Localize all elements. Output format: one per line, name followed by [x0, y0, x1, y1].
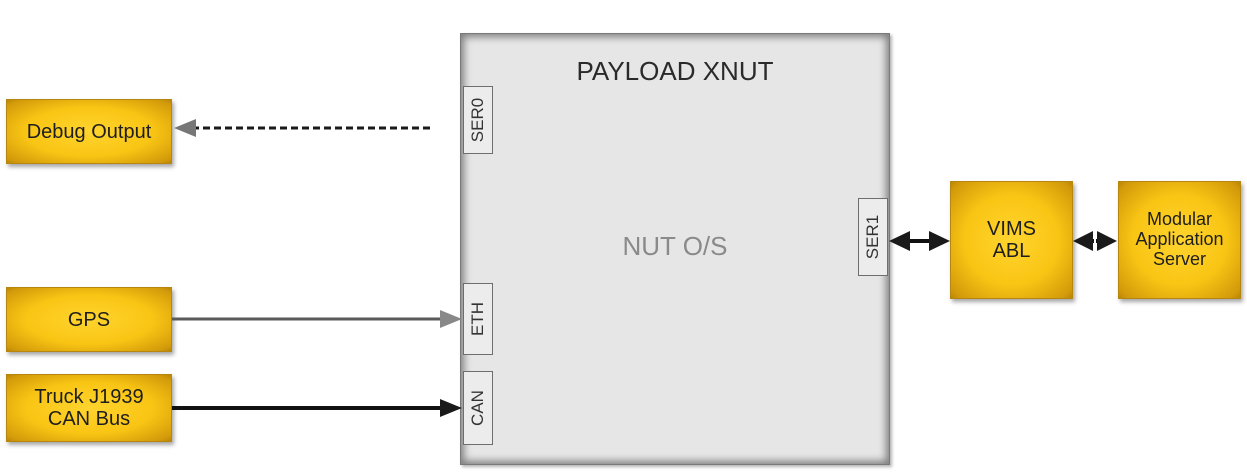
ser1-vims-bidirectional-arrow [889, 231, 950, 251]
mas-label-line-1: Modular [1146, 209, 1213, 230]
debug-output-box: Debug Output [6, 99, 172, 164]
vims-mas-bidirectional-arrow [1073, 231, 1117, 251]
port-ser0: SER0 [463, 86, 493, 154]
port-eth: ETH [463, 283, 493, 355]
truck-can-bus-box: Truck J1939 CAN Bus [6, 374, 172, 442]
debug-output-label: Debug Output [26, 120, 152, 143]
payload-xnut-block: PAYLOAD XNUT NUT O/S [460, 33, 890, 465]
truck-label-line-1: Truck J1939 [34, 386, 144, 408]
port-ser1: SER1 [858, 198, 888, 276]
gps-label: GPS [67, 308, 111, 331]
port-can: CAN [463, 371, 493, 445]
nut-os-label: NUT O/S [622, 231, 728, 261]
gps-box: GPS [6, 287, 172, 352]
gps-to-eth-arrow [172, 310, 462, 328]
vims-label-line-2: ABL [992, 240, 1031, 262]
vims-abl-box: VIMS ABL [950, 181, 1073, 299]
modular-application-server-box: Modular Application Server [1118, 181, 1241, 299]
xnut-title: PAYLOAD XNUT [576, 56, 774, 86]
mas-label-line-3: Server [1152, 248, 1206, 269]
ser0-to-debug-arrow [174, 119, 430, 137]
mas-label-line-2: Application [1135, 229, 1224, 250]
vims-label-line-1: VIMS [987, 218, 1036, 240]
truck-to-can-arrow [172, 399, 462, 417]
truck-label-line-2: CAN Bus [47, 408, 131, 430]
